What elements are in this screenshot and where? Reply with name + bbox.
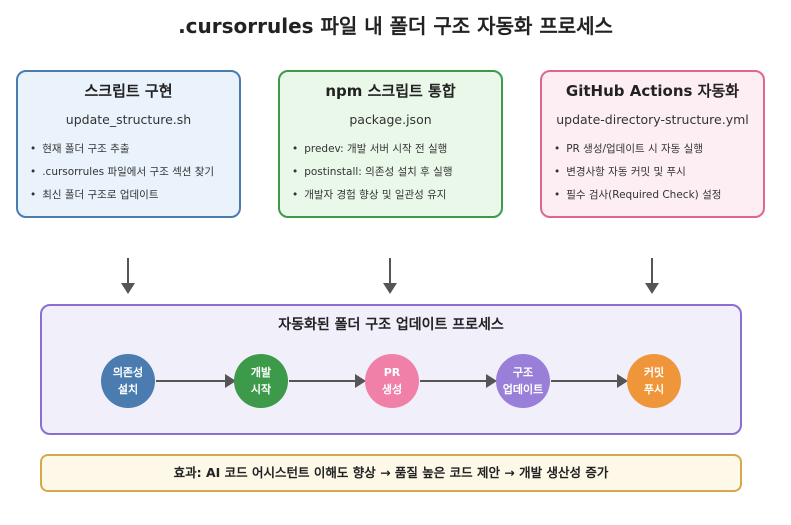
list-item-text: predev: 개발 서버 시작 전 실행 xyxy=(304,143,448,155)
card-filename: update-directory-structure.yml xyxy=(556,112,749,127)
list-item: • 개발자 경험 향상 및 일관성 유지 xyxy=(292,184,452,207)
node-label: 설치 xyxy=(117,383,139,396)
card-item-list: • PR 생성/업데이트 시 자동 실행 • 변경사항 자동 커밋 및 푸시 • 필수… xyxy=(554,138,721,207)
card-github-actions: GitHub Actions 자동화 update-directory-stru… xyxy=(540,70,765,218)
list-item: • predev: 개발 서버 시작 전 실행 xyxy=(292,138,452,161)
card-title: GitHub Actions 자동화 xyxy=(565,82,740,100)
card-npm-integration: npm 스크립트 통합 package.json • predev: 개발 서버 … xyxy=(278,70,503,218)
arrow-down-icon xyxy=(121,258,135,294)
bullet-icon: • xyxy=(554,189,561,201)
list-item-text: 변경사항 자동 커밋 및 푸시 xyxy=(566,166,686,178)
card-script-implementation: 스크립트 구현 update_structure.sh • 현재 폴더 구조 추출… xyxy=(16,70,241,218)
process-node-pr-create: PR 생성 xyxy=(365,354,419,408)
process-node-commit-push: 커밋 푸시 xyxy=(627,354,681,408)
node-label: 의존성 xyxy=(112,366,144,379)
bullet-icon: • xyxy=(292,143,299,155)
list-item-text: 최신 폴더 구조로 업데이트 xyxy=(42,189,159,201)
bullet-icon: • xyxy=(30,189,37,201)
list-item: • 변경사항 자동 커밋 및 푸시 xyxy=(554,161,721,184)
arrow-down-icon xyxy=(383,258,397,294)
node-label: 개발 xyxy=(250,366,272,379)
node-label: 업데이트 xyxy=(502,383,544,396)
list-item-text: .cursorrules 파일에서 구조 섹션 찾기 xyxy=(42,166,215,178)
list-item-text: 필수 검사(Required Check) 설정 xyxy=(566,189,722,201)
list-item-text: 현재 폴더 구조 추출 xyxy=(42,143,130,155)
node-label: 시작 xyxy=(250,383,272,396)
card-item-list: • predev: 개발 서버 시작 전 실행 • postinstall: 의존성… xyxy=(292,138,452,207)
list-item: • .cursorrules 파일에서 구조 섹션 찾기 xyxy=(30,161,214,184)
arrow-right-icon xyxy=(289,374,366,388)
bullet-icon: • xyxy=(30,166,37,178)
list-item: • 필수 검사(Required Check) 설정 xyxy=(554,184,721,207)
process-node-dependency-install: 의존성 설치 xyxy=(101,354,155,408)
node-label: 구조 xyxy=(512,366,534,379)
bullet-icon: • xyxy=(292,189,299,201)
list-item: • postinstall: 의존성 설치 후 실행 xyxy=(292,161,452,184)
list-item: • 현재 폴더 구조 추출 xyxy=(30,138,214,161)
bullet-icon: • xyxy=(554,166,561,178)
bullet-icon: • xyxy=(30,143,37,155)
arrow-right-icon xyxy=(420,374,497,388)
arrow-right-icon xyxy=(551,374,628,388)
bullet-icon: • xyxy=(554,143,561,155)
card-filename: package.json xyxy=(349,112,432,127)
process-node-structure-update: 구조 업데이트 xyxy=(496,354,550,408)
arrow-right-icon xyxy=(156,374,236,388)
list-item: • 최신 폴더 구조로 업데이트 xyxy=(30,184,214,207)
process-node-dev-start: 개발 시작 xyxy=(234,354,288,408)
card-item-list: • 현재 폴더 구조 추출 • .cursorrules 파일에서 구조 섹션 찾기… xyxy=(30,138,214,207)
node-label: 생성 xyxy=(381,383,403,396)
diagram-title: .cursorrules 파일 내 폴더 구조 자동화 프로세스 xyxy=(178,14,613,38)
bullet-icon: • xyxy=(292,166,299,178)
node-label: 푸시 xyxy=(643,383,665,396)
card-filename: update_structure.sh xyxy=(65,112,192,127)
list-item-text: 개발자 경험 향상 및 일관성 유지 xyxy=(304,189,447,201)
list-item-text: PR 생성/업데이트 시 자동 실행 xyxy=(566,143,703,155)
node-label: 커밋 xyxy=(643,366,665,379)
automation-process-panel: 자동화된 폴더 구조 업데이트 프로세스 의존성 설치 개발 시작 PR 생성 … xyxy=(40,304,742,435)
card-title: npm 스크립트 통합 xyxy=(325,82,456,100)
node-label: PR xyxy=(383,366,401,379)
card-title: 스크립트 구현 xyxy=(84,82,173,100)
effect-banner: 효과: AI 코드 어시스턴트 이해도 향상 → 품질 높은 코드 제안 → 개… xyxy=(40,454,742,492)
list-item: • PR 생성/업데이트 시 자동 실행 xyxy=(554,138,721,161)
process-title: 자동화된 폴더 구조 업데이트 프로세스 xyxy=(278,317,504,333)
arrow-down-icon xyxy=(645,258,659,294)
list-item-text: postinstall: 의존성 설치 후 실행 xyxy=(304,166,453,178)
